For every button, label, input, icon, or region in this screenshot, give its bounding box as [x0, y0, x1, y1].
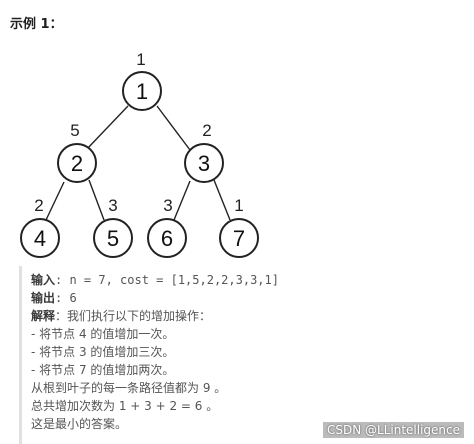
edge-3-7 — [213, 179, 231, 221]
path-note-line: 从根到叶子的每一条路径值都为 9 。 — [31, 381, 227, 395]
node-label: 2 — [71, 151, 83, 176]
node-label: 3 — [198, 151, 210, 176]
edge-2-5 — [88, 179, 105, 221]
explanation-key: 解释 — [31, 309, 56, 323]
edge-1-2 — [85, 105, 129, 151]
tree-node-3: 3 — [184, 143, 224, 183]
tree-node-1: 1 — [122, 71, 162, 111]
total-note-line: 总共增加次数为 1 + 3 + 2 = 6 。 — [31, 399, 219, 413]
step-line: - 将节点 3 的值增加三次。 — [31, 345, 175, 359]
input-key: 输入 — [31, 273, 56, 287]
input-value: : n = 7, cost = [1,5,2,2,3,3,1] — [55, 273, 279, 287]
tree-node-7: 7 — [219, 218, 259, 258]
csdn-watermark: CSDN @LLintelligence — [322, 422, 464, 438]
cost-label-node-3: 2 — [202, 121, 211, 140]
tree-node-2: 2 — [57, 143, 97, 183]
step-line: - 将节点 4 的值增加一次。 — [31, 327, 175, 341]
step-line: - 将节点 7 的值增加两次。 — [31, 363, 175, 377]
cost-label-node-6: 3 — [163, 196, 172, 215]
cost-label-root: 1 — [136, 50, 145, 69]
node-label: 5 — [107, 226, 119, 251]
edge-2-4 — [45, 181, 65, 221]
node-label: 6 — [161, 226, 173, 251]
tree-node-6: 6 — [147, 218, 187, 258]
cost-label-node-4: 2 — [34, 196, 43, 215]
cost-label-node-5: 3 — [108, 196, 117, 215]
node-label: 1 — [136, 79, 148, 104]
tree-node-4: 4 — [20, 218, 60, 258]
tree-node-5: 5 — [93, 218, 133, 258]
example-heading: 示例 1： — [10, 17, 63, 32]
edge-3-6 — [173, 180, 191, 221]
example-io-block: 输入: n = 7, cost = [1,5,2,2,3,3,1] 输出: 6 … — [19, 266, 463, 444]
explanation-value: ：我们执行以下的增加操作： — [55, 309, 212, 323]
node-label: 4 — [34, 226, 46, 251]
min-note-line: 这是最小的答案。 — [31, 417, 128, 431]
output-line: 输出: 6 — [31, 289, 463, 307]
binary-tree-diagram: 1 2 3 4 5 6 7 1 5 2 2 3 3 1 — [20, 50, 259, 258]
cost-label-node-7: 1 — [234, 196, 243, 215]
explanation-line: 解释：我们执行以下的增加操作： — [31, 307, 463, 325]
edge-1-3 — [156, 105, 191, 151]
output-value: : 6 — [55, 291, 77, 305]
node-label: 7 — [233, 226, 245, 251]
input-line: 输入: n = 7, cost = [1,5,2,2,3,3,1] — [31, 271, 463, 289]
cost-label-node-2: 5 — [70, 121, 79, 140]
output-key: 输出 — [31, 291, 56, 305]
